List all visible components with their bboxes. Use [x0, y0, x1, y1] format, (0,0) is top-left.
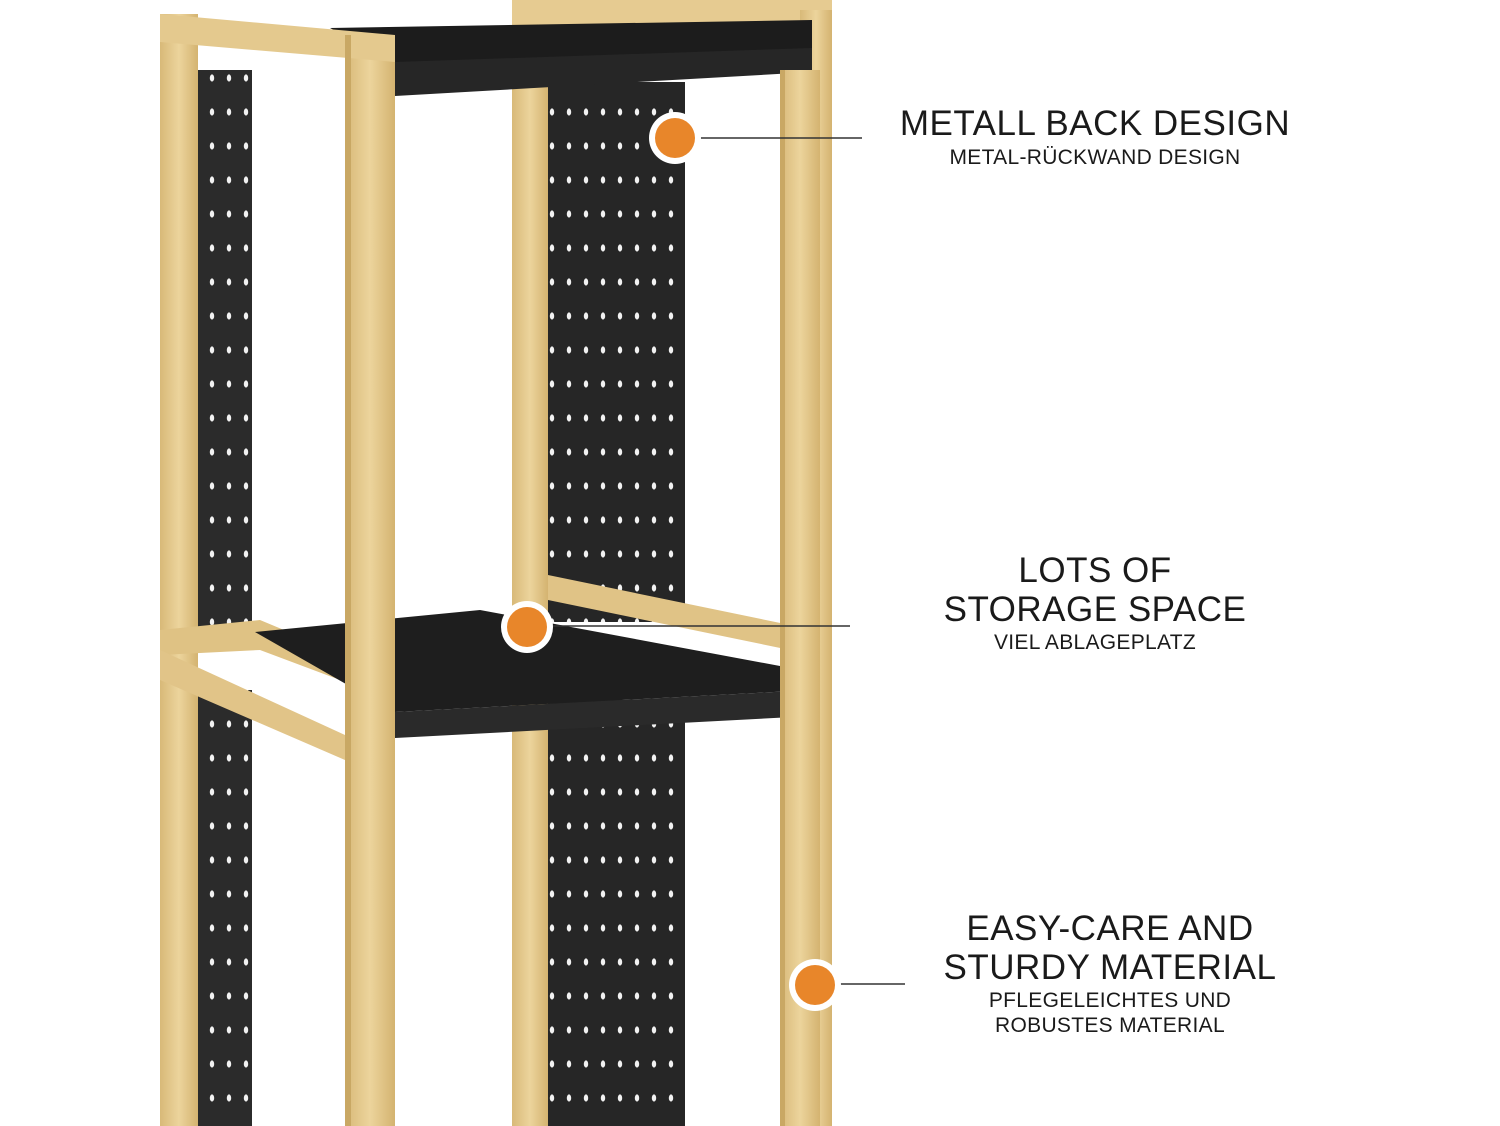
- orange-dot-icon: [501, 601, 553, 653]
- orange-dot-icon: [649, 112, 701, 164]
- center-metal-panel: [545, 82, 685, 1126]
- feature-title-line: STURDY MATERIAL: [943, 947, 1277, 987]
- callout-lines: [552, 137, 905, 985]
- feature-callout-sturdy-material: EASY-CARE AND STURDY MATERIAL PFLEGELEIC…: [910, 909, 1310, 1038]
- top-shelf: [330, 20, 812, 96]
- feature-subtitle-line: ROBUSTES MATERIAL: [995, 1014, 1225, 1038]
- feature-callout-metal-back: METALL BACK DESIGN METAL-RÜCKWAND DESIGN: [880, 104, 1310, 169]
- front-wood-frame: [160, 14, 820, 1126]
- feature-title-line: METALL BACK DESIGN: [899, 104, 1291, 143]
- orange-dot-icon: [789, 959, 841, 1011]
- feature-subtitle-line: PFLEGELEICHTES UND: [988, 989, 1232, 1012]
- back-wood-frame: [160, 0, 832, 1126]
- feature-subtitle-line: METAL-RÜCKWAND DESIGN: [949, 145, 1241, 169]
- feature-title-line: LOTS OF: [1018, 551, 1172, 590]
- feature-subtitle-line: VIEL ABLAGEPLATZ: [993, 631, 1197, 654]
- feature-title-line: STORAGE SPACE: [943, 589, 1247, 629]
- feature-title-line: EASY-CARE AND: [966, 909, 1254, 948]
- feature-callout-storage-space: LOTS OF STORAGE SPACE VIEL ABLAGEPLATZ: [900, 551, 1290, 654]
